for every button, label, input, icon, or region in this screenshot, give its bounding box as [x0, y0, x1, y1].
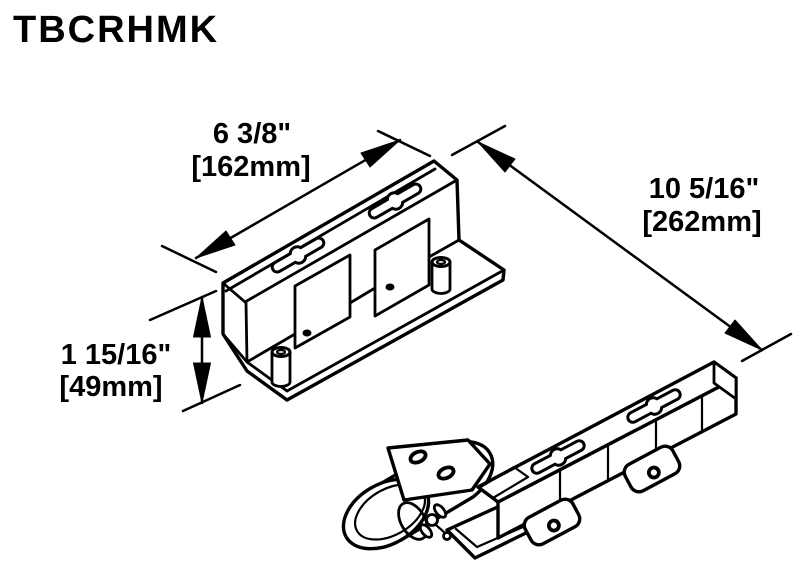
plate-hole-right: [436, 465, 456, 481]
width-label-mm: [162mm]: [191, 151, 310, 183]
mounting-tab-right: [622, 444, 682, 494]
width-extension-tick-upper: [376, 129, 432, 158]
length-arrowhead-upper-icon: [477, 141, 516, 173]
mounting-cutout-left: [293, 253, 352, 350]
mounting-tab-left: [522, 497, 582, 547]
height-arrowhead-upper-icon: [193, 296, 211, 338]
product-code-title: TBCRHMK: [13, 9, 219, 51]
dimension-width: 6 3/8" [162mm]: [160, 118, 432, 274]
height-label-mm: [49mm]: [59, 371, 162, 403]
tab-hole-right: [646, 465, 661, 480]
bracket-body: [221, 159, 506, 402]
peg-stud-right: [430, 256, 452, 295]
height-extension-tick-lower: [181, 383, 242, 413]
rail-bay-lines: [558, 394, 704, 508]
width-arrowhead-lower-icon: [195, 230, 236, 259]
upper-mounting-bracket: [221, 159, 506, 402]
peg-stud-left: [270, 346, 292, 388]
length-extension-tick-upper: [450, 124, 507, 157]
length-label-mm: [262mm]: [642, 206, 761, 238]
dimension-height: 1 15/16" [49mm]: [59, 289, 242, 413]
dimension-length: 10 5/16" [262mm]: [450, 124, 793, 363]
length-dimension-line: [476, 140, 764, 352]
width-label-inches: 6 3/8": [213, 118, 291, 150]
roller-clip: [418, 503, 452, 541]
roller: [341, 438, 495, 551]
length-arrowhead-lower-icon: [724, 319, 763, 351]
height-extension-tick-upper: [148, 289, 218, 322]
plate-hole-left: [408, 449, 428, 465]
length-extension-tick-lower: [740, 332, 793, 363]
rail-right-end-cap: [712, 360, 738, 401]
rivet-hole-right: [385, 283, 395, 291]
rail-end-wall: [477, 465, 530, 500]
mounting-cutout-right: [373, 217, 431, 318]
height-arrowhead-lower-icon: [193, 362, 211, 404]
bracket-edges: [221, 167, 506, 393]
rail-bracket: [445, 360, 738, 560]
roller-hub: [397, 501, 429, 541]
lower-rail-assembly: [341, 360, 738, 560]
width-arrowhead-upper-icon: [360, 139, 401, 168]
tab-hole-left: [546, 518, 561, 533]
width-extension-tick-lower: [160, 244, 218, 274]
length-label-inches: 10 5/16": [649, 173, 760, 205]
rivet-hole-left: [302, 329, 312, 337]
height-label-inches: 1 15/16": [61, 339, 172, 371]
